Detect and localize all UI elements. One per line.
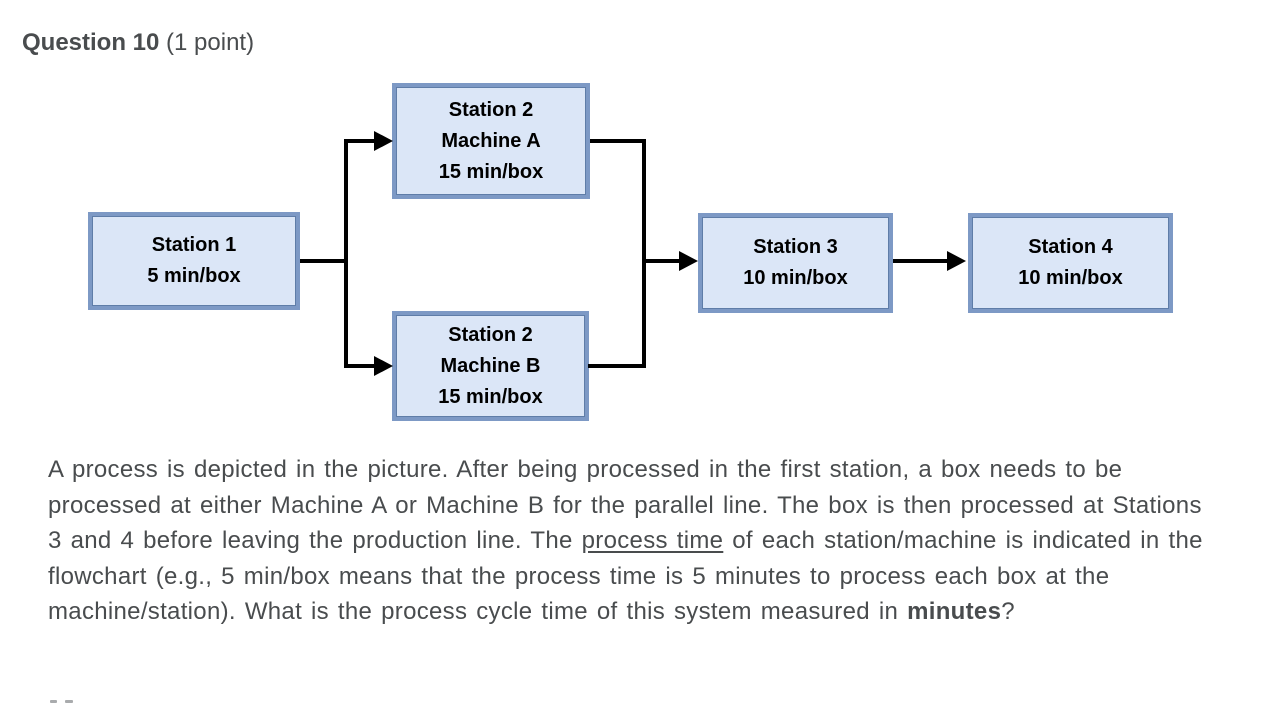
connector-station1-out xyxy=(300,259,348,263)
connector-machine-a-out xyxy=(590,139,646,143)
node-label-line: Station 3 xyxy=(753,236,838,258)
flowchart-node-station1: Station 1 5 min/box xyxy=(88,212,300,310)
question-text: A process is depicted in the picture. Af… xyxy=(48,456,1203,625)
connector-to-station3 xyxy=(646,259,680,263)
clipped-next-element-fragment xyxy=(50,700,57,703)
node-label-line: 15 min/box xyxy=(438,385,543,408)
node-label-line: 5 min/box xyxy=(147,265,241,287)
node-label-line: Station 2 xyxy=(448,323,533,346)
question-header: Question 10 (1 point) xyxy=(22,29,254,57)
node-label-line: 15 min/box xyxy=(438,160,544,183)
process-flowchart: Station 1 5 min/box Station 2 Machine A … xyxy=(88,83,1173,421)
clipped-next-element-fragment xyxy=(65,700,73,703)
connector-to-machine-b xyxy=(346,364,376,368)
connector-to-machine-a xyxy=(346,139,376,143)
node-label-line: Station 4 xyxy=(1028,236,1113,258)
flowchart-node-station4: Station 4 10 min/box xyxy=(968,213,1173,313)
flowchart-node-station2-machine-b: Station 2 Machine B 15 min/box xyxy=(392,311,589,421)
node-label-line: Station 2 xyxy=(448,98,534,121)
flowchart-node-station3: Station 3 10 min/box xyxy=(698,213,893,313)
connector-branch-vertical xyxy=(344,139,348,368)
arrowhead-machine-a xyxy=(374,131,393,151)
flowchart-node-station2-machine-a: Station 2 Machine A 15 min/box xyxy=(392,83,590,199)
question-points: (1 point) xyxy=(166,29,255,56)
connector-machine-b-out xyxy=(588,364,646,368)
arrowhead-station4 xyxy=(947,251,966,271)
connector-merge-vertical xyxy=(642,139,646,368)
question-title: Question 10 xyxy=(22,29,160,56)
node-label-line: Machine A xyxy=(441,129,541,152)
connector-station3-to-station4 xyxy=(893,259,949,263)
node-label-line: 10 min/box xyxy=(1018,267,1123,289)
node-label-line: 10 min/box xyxy=(743,267,848,289)
node-label-line: Machine B xyxy=(440,354,541,377)
node-label-line: Station 1 xyxy=(151,234,237,256)
arrowhead-machine-b xyxy=(374,356,393,376)
arrowhead-station3 xyxy=(679,251,698,271)
